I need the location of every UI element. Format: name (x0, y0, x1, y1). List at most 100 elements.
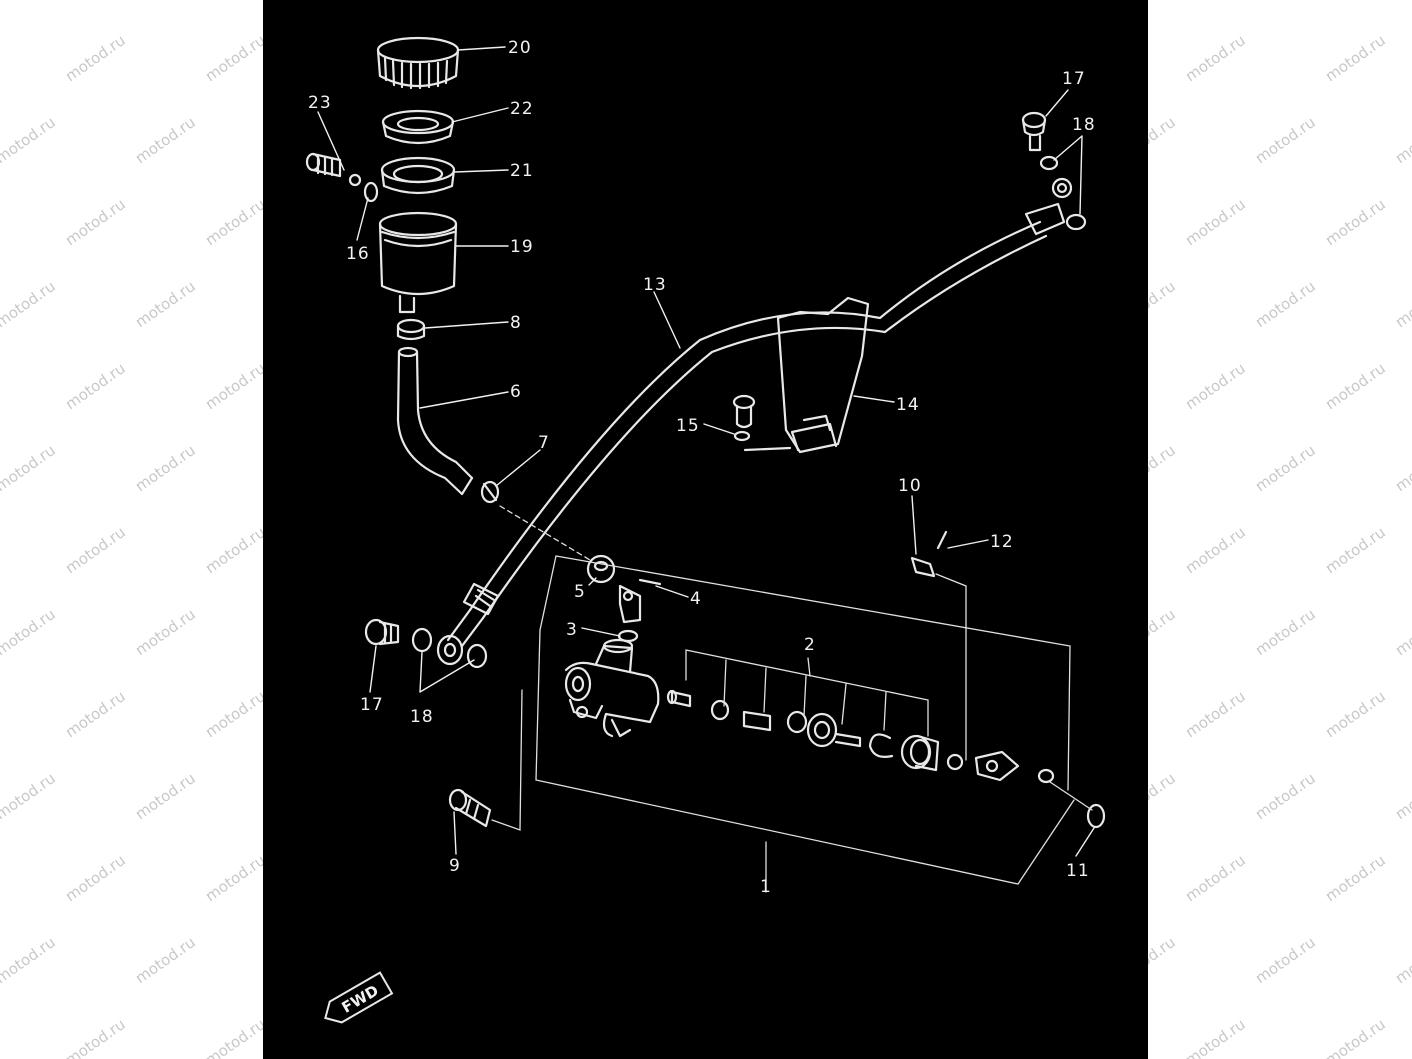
watermark-text: motod.ru (1252, 605, 1319, 659)
label-5: 5 (574, 582, 586, 602)
watermark-text: motod.ru (202, 359, 269, 413)
label-9: 9 (449, 856, 461, 876)
watermark-text: motod.ru (1392, 605, 1412, 659)
watermark-text: motod.ru (1322, 687, 1389, 741)
watermark-text: motod.ru (132, 113, 199, 167)
watermark-text: motod.ru (202, 523, 269, 577)
watermark-text: motod.ru (202, 1015, 269, 1059)
banjo-bolt-upper (1021, 111, 1047, 152)
bolt-9 (448, 788, 492, 828)
label-2: 2 (804, 635, 816, 655)
pin-10 (910, 556, 936, 578)
watermark-text: motod.ru (202, 31, 269, 85)
upper-washers-18 (1039, 155, 1087, 231)
watermark-text: motod.ru (62, 359, 129, 413)
watermark-text: motod.ru (1392, 441, 1412, 495)
exploded-parts-diagram: 20 22 21 19 8 6 7 13 14 15 17 18 23 16 4… (305, 36, 1106, 1024)
label-17-upper: 17 (1062, 69, 1086, 89)
diagram-panel: 20 22 21 19 8 6 7 13 14 15 17 18 23 16 4… (263, 0, 1148, 1059)
label-14: 14 (896, 395, 920, 415)
clevis-10 (974, 750, 1055, 784)
watermark-text: motod.ru (1322, 195, 1389, 249)
forward-direction-arrow: FWD (324, 971, 394, 1024)
watermark-text: motod.ru (1322, 31, 1389, 85)
label-23: 23 (308, 93, 332, 113)
lower-washers-18 (411, 627, 488, 669)
label-12: 12 (990, 532, 1014, 552)
watermark-text: motod.ru (1252, 441, 1319, 495)
hose-joint-4 (618, 578, 662, 624)
watermark-text: motod.ru (132, 441, 199, 495)
watermark-text: motod.ru (1182, 687, 1249, 741)
watermark-text: motod.ru (132, 769, 199, 823)
watermark-text: motod.ru (1182, 1015, 1249, 1059)
reservoir-tank (378, 211, 458, 314)
label-8: 8 (510, 313, 522, 333)
watermark-text: motod.ru (132, 933, 199, 987)
watermark-text: motod.ru (1182, 31, 1249, 85)
watermark-text: motod.ru (0, 769, 59, 823)
watermark-text: motod.ru (1252, 113, 1319, 167)
label-16: 16 (346, 244, 370, 264)
master-cylinder-body (564, 638, 660, 738)
watermark-text: motod.ru (1322, 359, 1389, 413)
watermark-text: motod.ru (1182, 523, 1249, 577)
watermark-text: motod.ru (0, 277, 59, 331)
watermark-text: motod.ru (1322, 851, 1389, 905)
watermark-text: motod.ru (1392, 113, 1412, 167)
label-10: 10 (898, 476, 922, 496)
piston-kit-2 (666, 689, 964, 772)
reservoir-hose-6 (396, 346, 474, 496)
watermark-text: motod.ru (1252, 933, 1319, 987)
watermark-text: motod.ru (1252, 769, 1319, 823)
watermark-text: motod.ru (62, 523, 129, 577)
watermark-text: motod.ru (1392, 0, 1412, 3)
watermark-text: motod.ru (1252, 277, 1319, 331)
watermark-text: motod.ru (0, 441, 59, 495)
watermark-text: motod.ru (62, 687, 129, 741)
label-15: 15 (676, 416, 700, 436)
label-11: 11 (1066, 861, 1090, 881)
screw-23 (305, 152, 362, 187)
watermark-text: motod.ru (0, 933, 59, 987)
label-19: 19 (510, 237, 534, 257)
watermark-text: motod.ru (1392, 277, 1412, 331)
hose-guide-14 (776, 296, 870, 454)
label-18-upper: 18 (1072, 115, 1096, 135)
watermark-text: motod.ru (1392, 933, 1412, 987)
banjo-bolt-lower (364, 618, 400, 646)
washer-16 (363, 181, 379, 203)
clutch-hose-13 (446, 177, 1073, 648)
watermark-text: motod.ru (1322, 1015, 1389, 1059)
watermark-text: motod.ru (62, 851, 129, 905)
watermark-text: motod.ru (0, 605, 59, 659)
label-13: 13 (643, 275, 667, 295)
circlip-11 (1086, 803, 1106, 829)
label-7: 7 (538, 433, 550, 453)
label-3: 3 (566, 620, 578, 640)
watermark-text: motod.ru (202, 687, 269, 741)
label-6: 6 (510, 382, 522, 402)
label-1: 1 (760, 877, 772, 897)
label-17-lower: 17 (360, 695, 384, 715)
fitting-3 (617, 629, 639, 643)
diaphragm (381, 109, 455, 145)
label-20: 20 (508, 38, 532, 58)
watermark-text: motod.ru (0, 0, 59, 3)
watermark-text: motod.ru (1322, 523, 1389, 577)
hose-clip-7 (480, 480, 500, 504)
watermark-text: motod.ru (0, 113, 59, 167)
watermark-text: motod.ru (62, 31, 129, 85)
hose-clamp-8 (396, 318, 426, 341)
watermark-text: motod.ru (132, 605, 199, 659)
watermark-text: motod.ru (62, 195, 129, 249)
label-4: 4 (690, 589, 702, 609)
label-22: 22 (510, 99, 534, 119)
watermark-text: motod.ru (202, 195, 269, 249)
watermark-text: motod.ru (132, 0, 199, 3)
bolt-15 (732, 394, 792, 452)
label-21: 21 (510, 161, 534, 181)
watermark-text: motod.ru (1182, 851, 1249, 905)
reservoir-cap (376, 36, 460, 90)
diaphragm-plate (380, 156, 456, 195)
